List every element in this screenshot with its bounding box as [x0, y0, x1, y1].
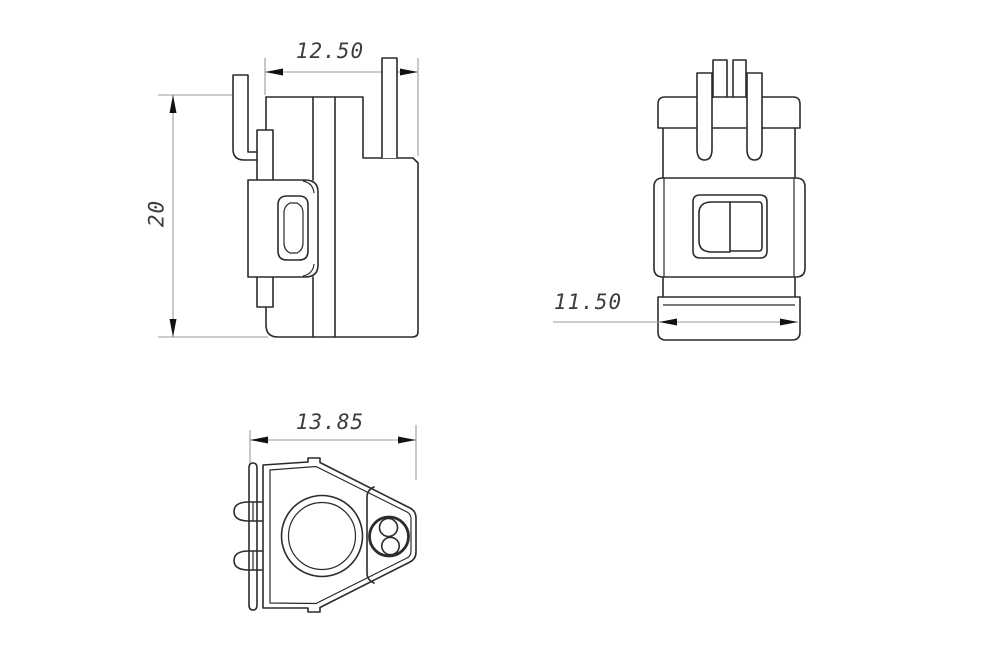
bottom-barrel-inner-circle [287, 501, 357, 571]
bottom-width-dimension [249, 425, 417, 480]
side-height-dimension [158, 94, 268, 338]
bottom-boss-hole-lower [380, 536, 400, 556]
bottom-boss-hole-upper [378, 517, 399, 538]
front-right-pin [746, 72, 763, 161]
bottom-pins [233, 501, 263, 571]
bottom-housing-inner-line [269, 465, 412, 605]
side-block-edge-highlight [302, 180, 315, 277]
dimension-label-front-width: 11.50 [553, 290, 623, 314]
bottom-boss-ring [368, 515, 410, 558]
side-slot-outer [277, 195, 309, 261]
dimension-label-bottom-width: 13.85 [295, 410, 365, 434]
dimension-label-side-width: 12.50 [295, 39, 365, 63]
side-body-outline [265, 96, 419, 338]
front-width-dimension [553, 318, 798, 326]
bottom-view-drawing [233, 425, 417, 613]
front-stub-pins [712, 59, 747, 98]
side-left-pin [232, 74, 258, 161]
side-right-pin [381, 57, 398, 158]
front-view-drawing [553, 59, 806, 341]
front-bottom-band [657, 296, 801, 341]
side-inner-edges [312, 96, 336, 338]
front-flange-inner-edges [663, 178, 795, 277]
bottom-housing-outline [262, 457, 417, 613]
front-window-outer [692, 194, 768, 259]
front-window-right-cell [729, 201, 763, 252]
front-left-pin [696, 72, 713, 161]
bottom-bracket-bar [248, 462, 258, 611]
front-window-left-cell [698, 201, 731, 253]
side-raised-block [247, 179, 319, 278]
bottom-divider [366, 486, 375, 584]
dimension-label-side-height: 20 [144, 199, 169, 228]
front-top-band [657, 96, 801, 129]
side-view-drawing [158, 57, 419, 338]
bottom-barrel-outer-circle [280, 494, 364, 578]
side-slot-inner [283, 202, 304, 254]
